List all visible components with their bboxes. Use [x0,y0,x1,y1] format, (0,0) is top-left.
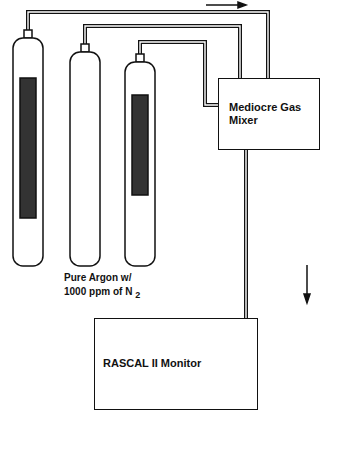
arrow-head [238,2,246,8]
cylinder-band [132,95,148,195]
gas-cylinder [125,62,155,266]
gas-cylinder [13,38,43,266]
node-label: Mediocre Gas Mixer [229,101,311,127]
gas-line [246,150,247,318]
gas-cylinders [13,30,155,266]
flow-arrow [306,265,308,296]
flow-arrows [206,2,310,303]
pipe [244,150,248,318]
pipe [85,26,240,78]
cylinder-label: 1000 ppm of N [64,286,132,297]
arrow-head [304,294,310,303]
cylinder-label: Pure Argon w/ [64,272,131,283]
cylinder-band [20,78,36,218]
valve [136,54,144,62]
valve [81,44,89,52]
subscript: 2 [135,291,140,301]
node-label: RASCAL II Monitor [103,357,201,370]
monitor-box: RASCAL II Monitor [94,318,258,410]
gas-cylinder [70,52,100,266]
pipe-bore [245,150,246,318]
mixer-box: Mediocre Gas Mixer [218,78,320,150]
valve [24,30,32,38]
flow-arrow [206,4,240,6]
